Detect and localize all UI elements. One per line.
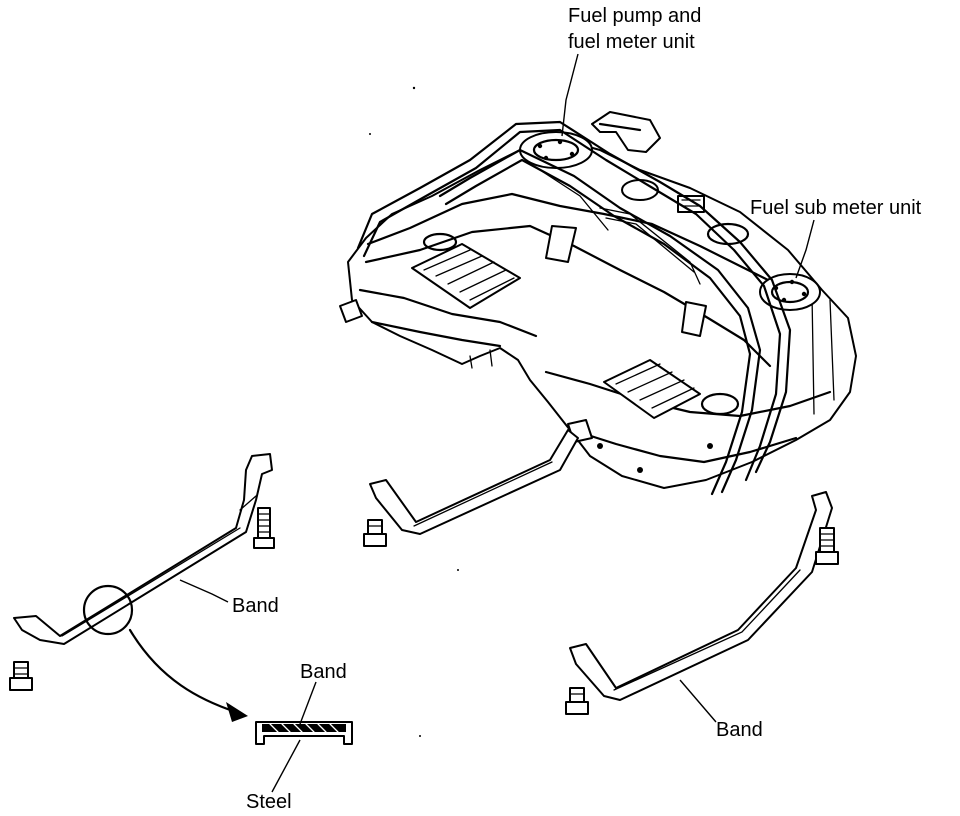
fuel-tank: [339, 111, 857, 496]
bolt-icon: [253, 507, 275, 549]
bolt-icon: [815, 527, 839, 565]
middle-band: [363, 429, 579, 547]
label-band-detail: Band: [300, 661, 347, 683]
left-band: [9, 453, 275, 722]
right-band: [565, 491, 839, 715]
label-fuel-sub-meter: Fuel sub meter unit: [750, 197, 922, 219]
bolt-icon: [9, 661, 33, 691]
bolt-icon: [363, 519, 387, 547]
bolt-icon: [565, 687, 589, 715]
detail-arrow: [128, 628, 238, 714]
fuel-sub-meter-unit: [759, 273, 821, 311]
label-band-left: Band: [232, 595, 279, 617]
leader-fuel-pump: [561, 53, 579, 137]
leader-fuel-sub-meter: [795, 219, 815, 279]
band-cross-section: [255, 721, 353, 745]
label-fuel-pump-line1: Fuel pump and: [568, 5, 701, 27]
label-steel-detail: Steel: [246, 791, 292, 813]
leader-band-detail: [299, 681, 317, 725]
leader-band-left: [179, 579, 229, 603]
label-fuel-pump-line2: fuel meter unit: [568, 31, 695, 53]
label-band-right: Band: [716, 719, 763, 741]
leader-band-right: [679, 679, 717, 723]
fuel-lines: [356, 120, 792, 496]
detail-circle: [82, 584, 134, 636]
leader-steel-detail: [271, 739, 301, 793]
